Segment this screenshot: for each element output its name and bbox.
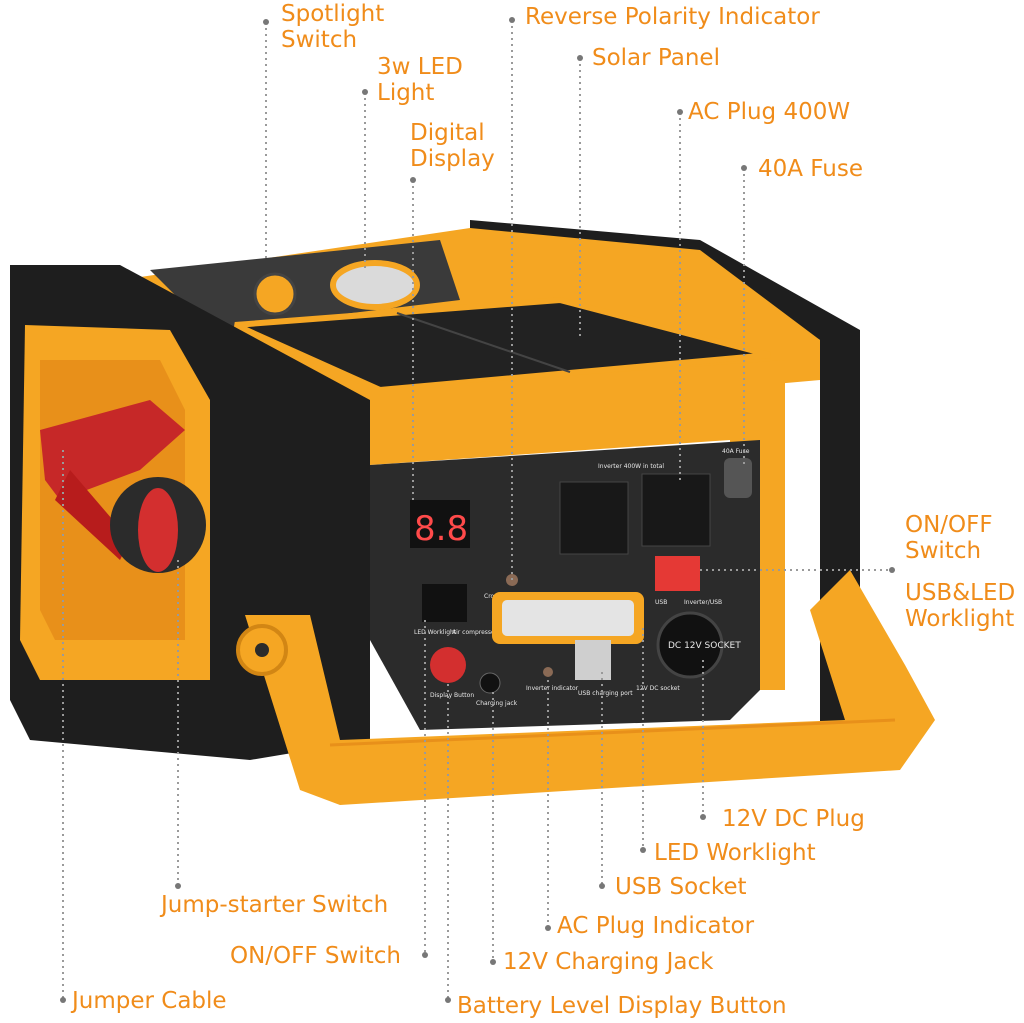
- fuse-holder: [724, 458, 752, 498]
- label-jumper-cable: Jumper Cable: [72, 988, 227, 1014]
- front-frame: [370, 360, 785, 690]
- label-jump-starter-switch: Jump-starter Switch: [161, 892, 389, 918]
- label-usb-socket: USB Socket: [615, 874, 747, 900]
- panel-display-button: Display Button: [430, 692, 474, 699]
- label-fuse: 40A Fuse: [758, 156, 863, 182]
- panel-air-compressor: Air compressor: [452, 629, 498, 636]
- panel-fuse-label: 40A Fuse: [722, 448, 750, 455]
- inverter-led: [543, 667, 553, 677]
- label-solar-panel: Solar Panel: [592, 45, 720, 71]
- panel-led-worklight: LED Worklight: [414, 629, 457, 636]
- spotlight-switch-knob: [253, 272, 297, 316]
- digital-display: [410, 500, 470, 548]
- jumper-clamp: [40, 400, 185, 500]
- label-ac-plug-indicator: AC Plug Indicator: [557, 913, 755, 939]
- label-dc-plug: 12V DC Plug: [722, 806, 865, 832]
- leader-lines: [62, 20, 892, 1000]
- ac-outlet-right: [641, 473, 711, 547]
- led-light-lens: [330, 260, 420, 310]
- carry-handle: [245, 570, 935, 805]
- usb-ports: [575, 640, 611, 680]
- label-ac-plug: AC Plug 400W: [688, 99, 851, 125]
- dc-socket: [656, 611, 724, 679]
- ac-outlet-left: [559, 481, 629, 555]
- label-onoff-left: ON/OFF Switch: [230, 943, 401, 969]
- panel-socket-text: DC 12V SOCKET: [668, 641, 741, 651]
- display-button: [430, 647, 466, 683]
- panel-dc-socket: 12V DC socket: [636, 685, 680, 692]
- panel-charging-jack: Charging jack: [476, 700, 518, 707]
- leader-dots: [60, 17, 895, 1003]
- solar-panel: [233, 296, 771, 394]
- panel-usb-charging-port: USB charging port: [578, 690, 633, 697]
- worklight-switch: [422, 584, 467, 622]
- label-reverse-polarity: Reverse Polarity Indicator: [525, 4, 820, 30]
- charging-jack: [479, 672, 501, 694]
- inverter-switch: [655, 556, 700, 591]
- right-bumper: [470, 220, 860, 770]
- label-led-worklight: LED Worklight: [654, 840, 816, 866]
- label-battery-button: Battery Level Display Button: [457, 993, 787, 1019]
- panel-inverter-indicator: Inverter indicator: [526, 685, 579, 692]
- panel-inverter-total: Inverter 400W in total: [598, 463, 664, 470]
- display-digits: 8.8: [414, 509, 468, 549]
- panel-usb: USB: [655, 599, 667, 606]
- label-charging-jack: 12V Charging Jack: [503, 949, 714, 975]
- panel-inverter-usb: Inverter/USB: [684, 599, 722, 606]
